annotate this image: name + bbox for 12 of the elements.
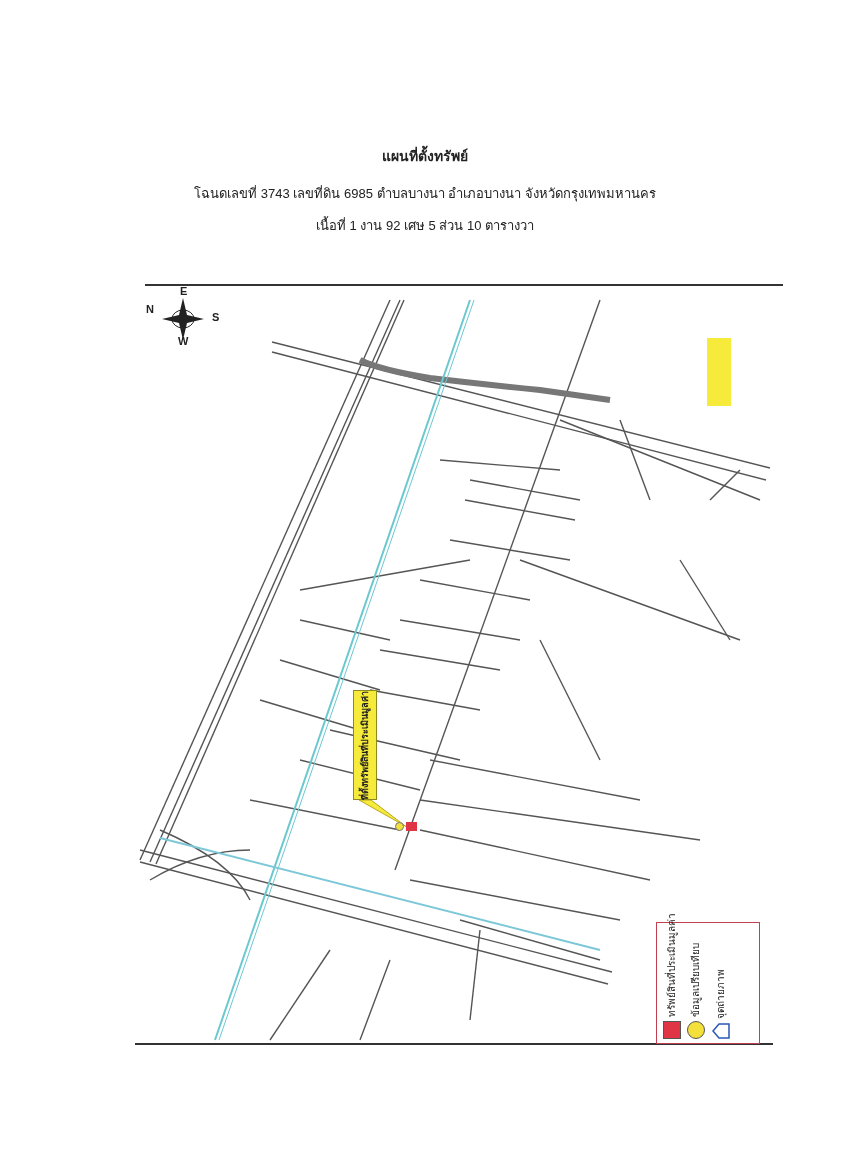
subject-property-marker <box>406 822 417 831</box>
map-title: แผนที่ตั้งทรัพย์ <box>0 146 850 167</box>
callout-box: ที่ตั้งทรัพย์สินที่ประเมินมูลค่า <box>353 690 377 800</box>
legend-label: ทรัพย์สินที่ประเมินมูลค่า <box>665 913 679 1017</box>
deed-info: โฉนดเลขที่ 3743 เลขที่ดิน 6985 ตำบลบางนา อำเภอบางนา จังหวัดกรุงเทพมหานคร <box>193 184 657 204</box>
compass-letter: N <box>146 304 154 315</box>
legend-label: จุดถ่ายภาพ <box>714 969 728 1019</box>
compass-letter: E <box>180 286 188 297</box>
compass-letter: W <box>178 336 189 347</box>
compass-letter: S <box>212 312 220 323</box>
area-info: เนื้อที่ 1 งาน 92 เศษ 5 ส่วน 10 ตารางวา <box>314 216 536 235</box>
legend-label: ข้อมูลเปรียบเทียบ <box>689 943 703 1017</box>
